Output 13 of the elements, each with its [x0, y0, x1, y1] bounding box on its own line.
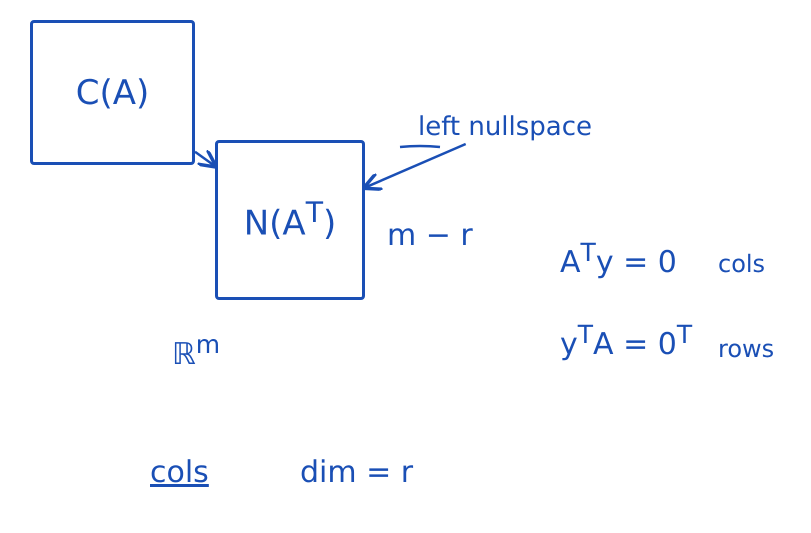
annotation-text: dim = r — [300, 455, 414, 490]
dimension-text: m − r — [387, 218, 473, 253]
annotation-text: cols — [718, 250, 766, 278]
annotation-text: left nullspace — [418, 112, 592, 142]
node-label: N(A$^{T}$) — [244, 196, 336, 244]
math-symbol: ℝ$^{m}$ — [172, 330, 220, 372]
node-label: C(A) — [76, 72, 150, 112]
process-box — [215, 140, 365, 300]
equation-text: A$^{T}$y = 0 — [560, 238, 677, 280]
annotation-text: cols — [150, 455, 209, 490]
equation-text: y$^{T}$A = 0$^{T}$ — [560, 320, 692, 362]
annotation-text: rows — [718, 335, 774, 363]
process-box — [30, 20, 195, 165]
